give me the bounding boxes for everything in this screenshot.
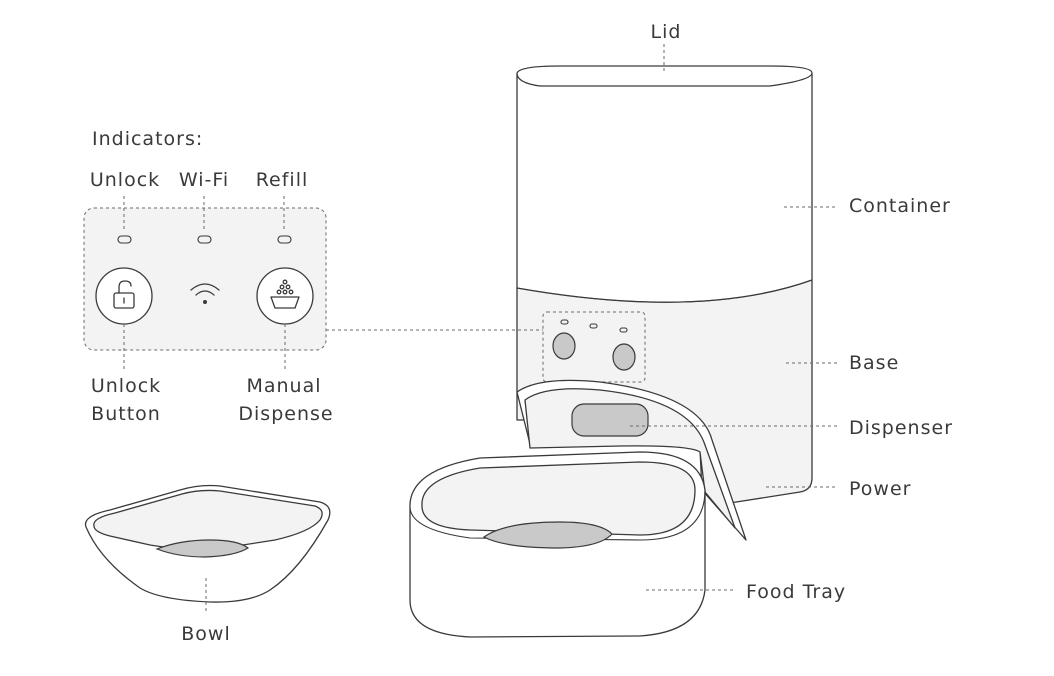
labels: Lid Container Base Dispenser Power Food … (90, 21, 953, 645)
food-tray-label: Food Tray (746, 581, 846, 603)
power-label: Power (849, 478, 911, 500)
manual-dispense-button (256, 267, 314, 325)
bowl-inner (93, 489, 323, 550)
indicators-title: Indicators: (92, 128, 203, 150)
unlock-button-label-line1: Unlock (91, 375, 161, 397)
feeder-lid (516, 65, 813, 87)
feeder-container (516, 73, 813, 303)
dispense-button-small (612, 343, 636, 371)
feeder-illustration (409, 65, 813, 638)
food-tray-bowl-cavity (421, 461, 696, 536)
base-label: Base (849, 352, 899, 374)
unlock-indicator-label: Unlock (90, 169, 160, 191)
manual-dispense-label-line2: Dispense (238, 403, 333, 425)
padlock-open-icon (113, 280, 135, 309)
manual-dispense-label-line1: Manual (246, 375, 321, 397)
bowl-food (155, 539, 250, 558)
wifi-led-small (589, 323, 598, 329)
bowl-label: Bowl (181, 623, 230, 645)
indicators-panel (83, 207, 327, 351)
food-bowl-icon (270, 279, 300, 309)
leader-lines (123, 44, 838, 612)
unlock-button (95, 267, 153, 325)
refill-indicator-label: Refill (256, 169, 309, 191)
wifi-led (197, 235, 212, 244)
bowl-illustration (84, 484, 331, 603)
unlock-button-small (552, 332, 576, 360)
refill-led (277, 235, 292, 244)
container-base-seam (516, 279, 813, 303)
unlock-led-small (560, 319, 569, 325)
dispenser-label: Dispenser (849, 417, 953, 439)
refill-led-small (619, 327, 628, 333)
unlock-button-label-line2: Button (91, 403, 161, 425)
feeder-control-panel (542, 311, 646, 383)
unlock-led (117, 235, 132, 244)
container-label: Container (849, 195, 951, 217)
food-tray-food (482, 521, 613, 549)
food-tray-rim (409, 489, 706, 541)
wifi-indicator-label: Wi-Fi (179, 169, 229, 191)
dispenser-outlet (571, 403, 649, 437)
wifi-icon (190, 283, 220, 304)
lid-label: Lid (651, 21, 682, 43)
